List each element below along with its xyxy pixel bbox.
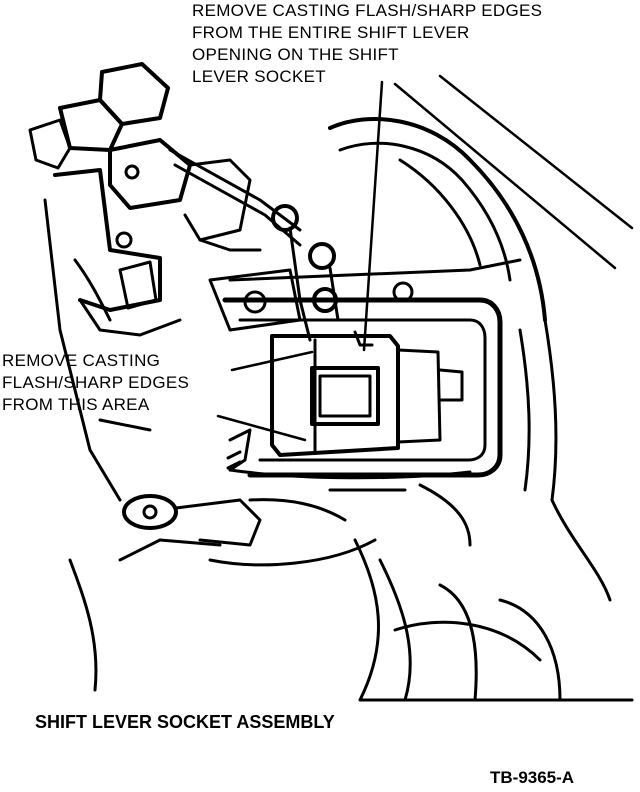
- callout-this-area: REMOVE CASTING FLASH/SHARP EDGES FROM TH…: [2, 350, 189, 416]
- socket-housing: [222, 297, 503, 480]
- callout-entire-opening: REMOVE CASTING FLASH/SHARP EDGES FROM TH…: [192, 0, 542, 88]
- column-housing: [328, 117, 634, 702]
- left-bracket: [28, 62, 302, 692]
- callout-line: FROM THE ENTIRE SHIFT LEVER: [192, 23, 470, 42]
- top-leader-line-2: [393, 82, 617, 270]
- figure-reference-number: TB-9365-A: [490, 768, 575, 787]
- lower-assembly: [122, 428, 472, 567]
- leader-lines: [216, 74, 634, 442]
- callout-line: FROM THIS AREA: [2, 395, 150, 414]
- left-leader-line-lower: [216, 414, 307, 442]
- callout-line: OPENING ON THE SHIFT: [192, 45, 399, 64]
- top-leader-line: [362, 80, 384, 352]
- top-leader-line-3: [438, 74, 634, 230]
- shift-lever-socket: [270, 330, 464, 457]
- figure-caption: SHIFT LEVER SOCKET ASSEMBLY: [35, 712, 335, 732]
- callout-line: LEVER SOCKET: [192, 67, 326, 86]
- callout-line: FLASH/SHARP EDGES: [2, 373, 190, 392]
- callout-line: REMOVE CASTING FLASH/SHARP EDGES: [192, 1, 543, 20]
- linkage-cables: [168, 148, 522, 342]
- callout-line: REMOVE CASTING: [2, 351, 161, 370]
